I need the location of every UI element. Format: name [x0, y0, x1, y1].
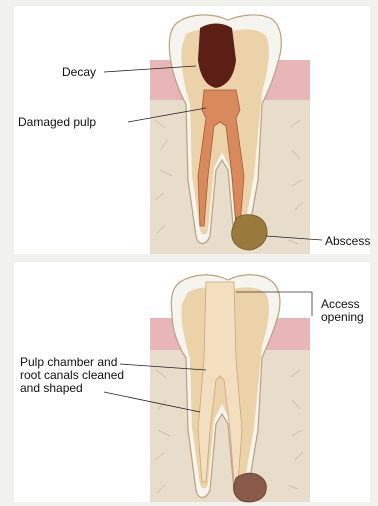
pulp-clean-leader-2 [104, 392, 200, 412]
damaged-pulp-leader [128, 108, 206, 122]
abscess-leader [266, 236, 322, 240]
pulp-clean-leader-1 [120, 364, 206, 370]
decay-leader [104, 66, 196, 72]
